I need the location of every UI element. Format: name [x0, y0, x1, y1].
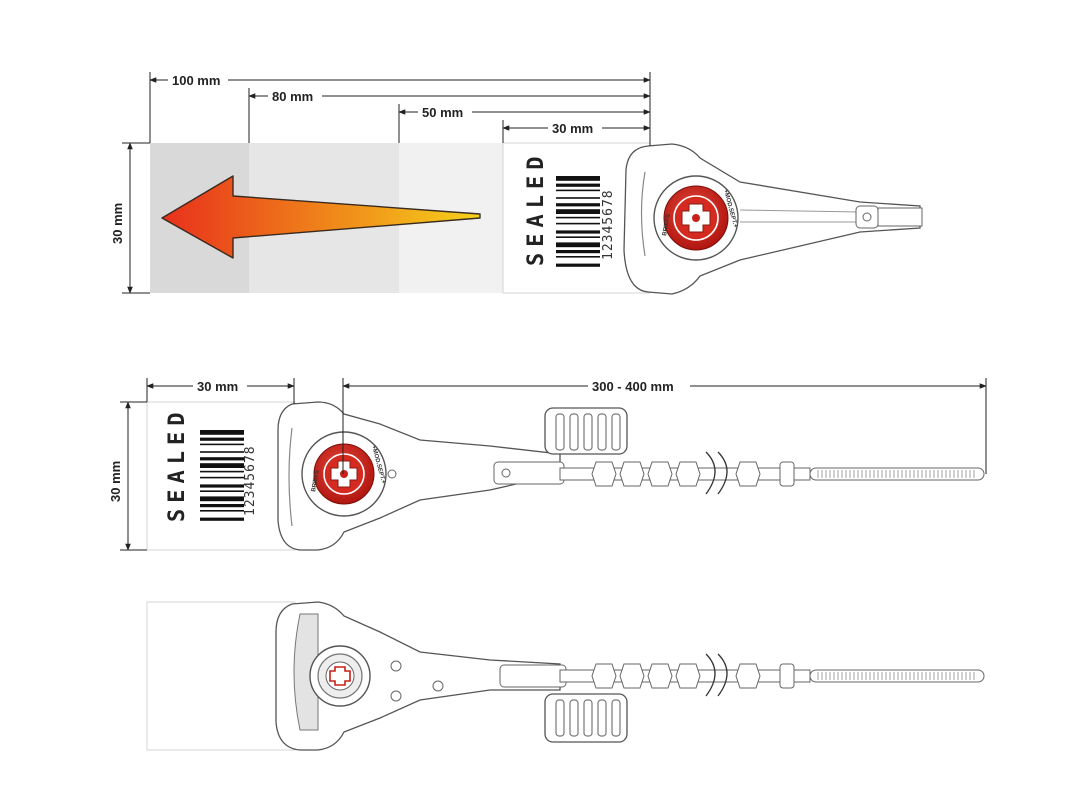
barcode-bar: [200, 451, 244, 453]
barcode-bar: [200, 430, 244, 435]
dim-80-bg: [268, 88, 322, 104]
mid-lock-center-dot: [340, 470, 348, 478]
barcode-bar: [200, 510, 244, 512]
barcode-bar: [556, 216, 600, 219]
mid-anchor-hole-icon: [501, 468, 511, 478]
mid-dim-length-label: 300 - 400 mm: [592, 379, 674, 394]
bottom-break-icon: [705, 653, 728, 697]
barcode-bar: [200, 484, 244, 488]
mid-barcode: [200, 430, 244, 521]
barcode-bar: [200, 517, 244, 521]
mid-dim-height-label: 30 mm: [108, 461, 123, 502]
middle-view: SEALED 12345678: [106, 378, 987, 551]
barcode-bar: [556, 197, 600, 199]
barcode-bar: [556, 256, 600, 258]
barcode-bar: [200, 463, 244, 468]
bottom-lock-cross-icon: [329, 666, 351, 686]
mid-dim-height-bg: [106, 450, 124, 504]
barcode-bar: [200, 470, 244, 473]
mid-dim-width-label: 30 mm: [197, 379, 238, 394]
barcode-bar: [556, 189, 600, 192]
strap-stub: [877, 207, 923, 227]
strap-anchor: [855, 205, 879, 229]
bottom-view: [146, 601, 985, 751]
mid-strap-anchor: [493, 461, 565, 485]
mid-grip-groove: [288, 427, 293, 527]
sealed-label: SEALED: [524, 151, 549, 266]
dim-80-label: 80 mm: [272, 89, 313, 104]
anchor-hole-icon: [862, 212, 872, 222]
bottom-strap-ridges: [817, 672, 975, 680]
paddle-ribs: [555, 413, 621, 451]
bottom-seal-body: [275, 601, 561, 751]
serial-number: 12345678: [601, 189, 616, 260]
direction-arrow-icon: [161, 175, 481, 259]
barcode-bar: [200, 496, 244, 502]
barcode-bar: [556, 236, 600, 238]
barcode-bar: [556, 176, 600, 181]
seal-neck-line: [739, 209, 861, 223]
mid-pin-icon: [387, 469, 397, 479]
barcode: [556, 176, 600, 267]
barcode-bar: [200, 504, 244, 508]
bottom-paddle-ribs: [555, 699, 621, 737]
dim-100-label: 100 mm: [172, 73, 220, 88]
dim-height-bg: [108, 192, 126, 246]
bottom-pin-icon: [390, 660, 402, 672]
lock-brand-left: BRIEFS: [662, 214, 672, 237]
barcode-bar: [556, 230, 600, 234]
mid-lock-brand-left: BRIEFS: [311, 470, 321, 493]
barcode-bar: [556, 209, 600, 214]
barcode-bar: [200, 443, 244, 446]
barcode-bar: [556, 203, 600, 207]
mid-strap-ridges: [817, 470, 975, 478]
barcode-bar: [200, 457, 244, 461]
mid-sealed-label: SEALED: [165, 407, 190, 522]
mid-strap: [559, 461, 985, 487]
bottom-tab: [146, 601, 296, 751]
mid-dim-length-bg: [588, 378, 690, 394]
barcode-bar: [556, 242, 600, 248]
bottom-grip-pad: [293, 613, 319, 731]
bottom-pin-icon: [390, 690, 402, 702]
top-view: SEALED 12345678 BRIEFS +MOD.SEPT.+: [108, 72, 923, 295]
barcode-bar: [200, 476, 244, 479]
mid-serial-number: 12345678: [243, 445, 258, 516]
barcode-bar: [556, 250, 600, 254]
barcode-bar: [556, 222, 600, 225]
barcode-bar: [556, 263, 600, 267]
dim-30-label: 30 mm: [552, 121, 593, 136]
barcode-bar: [200, 437, 244, 441]
seal-grip-groove: [640, 171, 646, 257]
mid-break-icon: [705, 451, 728, 495]
dim-50-label: 50 mm: [422, 105, 463, 120]
lock-center-dot: [692, 214, 700, 222]
dim-50-bg: [418, 104, 472, 120]
bottom-pin-icon: [432, 680, 444, 692]
mid-dim-width-bg: [193, 378, 247, 394]
dim-100-bg: [168, 72, 228, 88]
mid-tab: [146, 401, 296, 551]
barcode-bar: [556, 183, 600, 187]
bottom-strap-anchor: [499, 664, 567, 688]
dim-height-label: 30 mm: [110, 203, 125, 244]
bottom-strap: [559, 663, 985, 689]
barcode-bar: [200, 490, 244, 492]
dim-30-bg: [548, 120, 602, 136]
